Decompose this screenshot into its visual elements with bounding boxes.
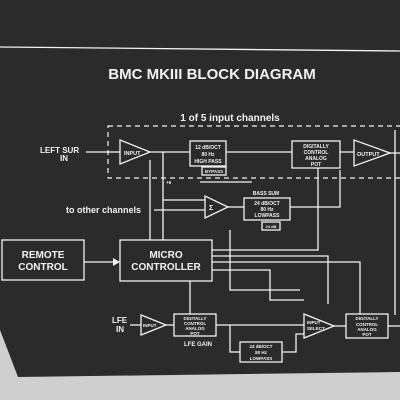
lfe-input-amp-icon xyxy=(140,314,168,336)
lfe-to-lp-wire xyxy=(229,325,240,353)
lp-to-output-wire xyxy=(290,170,341,208)
remote-label-2: CONTROL xyxy=(18,262,67,273)
input-amp-icon xyxy=(119,139,152,165)
micro-ctrl-input-select xyxy=(212,255,329,304)
micro-label-1: MICRO xyxy=(149,250,183,261)
top-pot-line2: CONTROL xyxy=(304,150,329,156)
lfe-pot-line1: DIGITALLY xyxy=(183,316,206,321)
remote-arrow-icon xyxy=(113,258,120,266)
highpass-slope: 12 dB/OCT xyxy=(195,145,221,151)
lfe-gain-label: LFE GAIN xyxy=(184,342,212,348)
lfe-in-label: IN xyxy=(116,325,124,334)
top-pot-line4: POT xyxy=(311,162,321,168)
bass-lp-freq: 80 Hz xyxy=(260,207,274,213)
left-sur-label: LEFT SUR xyxy=(40,146,79,155)
highpass-type: HIGH PASS xyxy=(194,159,222,165)
bass-lp-small-block xyxy=(261,221,281,231)
top-pot-line3: ANALOG xyxy=(305,156,327,162)
micro-controller-block xyxy=(119,239,213,282)
lfe-pot-line3: ANALOG xyxy=(185,326,205,331)
micro-ctrl-top-pot xyxy=(212,180,319,251)
bass-lp-type: LOWPASS xyxy=(255,213,281,219)
remote-control-block xyxy=(1,239,85,281)
lfe-lp-type: LOWPASS xyxy=(250,356,272,361)
bottom-pot-line4: POT xyxy=(362,332,372,337)
input-amp-label: INPUT xyxy=(124,151,141,157)
channel-note: 1 of 5 input channels xyxy=(180,113,280,124)
bass-summer-icon xyxy=(204,194,230,220)
panel-plate xyxy=(0,0,400,377)
micro-ctrl-aux xyxy=(212,269,304,301)
bottom-analog-pot-block xyxy=(345,313,389,339)
highpass-freq: 80 Hz xyxy=(201,152,215,158)
output-amp-label: OUTPUT xyxy=(357,152,380,158)
lfe-lp-to-select-wire xyxy=(282,333,304,353)
bypass-label: BYPASS xyxy=(205,169,223,174)
micro-ctrl-bottom-pot xyxy=(212,261,361,314)
lfe-input-label: INPUT xyxy=(143,323,157,328)
top-analog-pot-block xyxy=(291,140,341,169)
bypass-switch-block xyxy=(201,166,227,176)
lfe-pot-line2: CONTROL xyxy=(184,321,206,326)
lfe-label: LFE xyxy=(112,316,128,325)
summer-mark: Σ xyxy=(209,205,213,212)
lfe-pot-line4: POT xyxy=(190,331,200,336)
input-select-line1: INPUT xyxy=(307,320,321,325)
title-rule xyxy=(0,46,400,52)
top-pot-line1: DIGITALLY xyxy=(303,144,329,150)
highpass-filter-block xyxy=(189,140,227,167)
bass-lp-slope: 24 dB/OCT xyxy=(254,201,280,207)
bass-lp-small-label: 24 dB xyxy=(266,224,277,229)
left-sur-in-label: IN xyxy=(60,154,68,163)
input-select-icon xyxy=(303,313,336,339)
remote-label-1: REMOTE xyxy=(22,250,65,261)
lfe-lp-slope: 24 dB/OCT xyxy=(249,344,272,349)
bass-sum-label: BASS SUM xyxy=(253,191,279,197)
bass-to-select-wire xyxy=(229,230,300,291)
micro-label-2: CONTROLLER xyxy=(131,262,201,273)
bottom-pot-line1: DIGITALLY xyxy=(355,316,378,321)
other-channels-label: to other channels xyxy=(66,205,141,215)
bass-lowpass-block xyxy=(243,197,291,221)
output-amp-icon xyxy=(353,139,392,167)
lfe-lp-freq: 80 Hz xyxy=(255,350,268,355)
bottom-pot-line2: CONTROL xyxy=(356,322,378,327)
input-select-line2: SELECT xyxy=(307,326,325,331)
diagram-title: BMC MKIII BLOCK DIAGRAM xyxy=(108,66,315,83)
tap-mark: +6 xyxy=(166,180,172,185)
bottom-pot-line3: ANALOG xyxy=(357,327,377,332)
